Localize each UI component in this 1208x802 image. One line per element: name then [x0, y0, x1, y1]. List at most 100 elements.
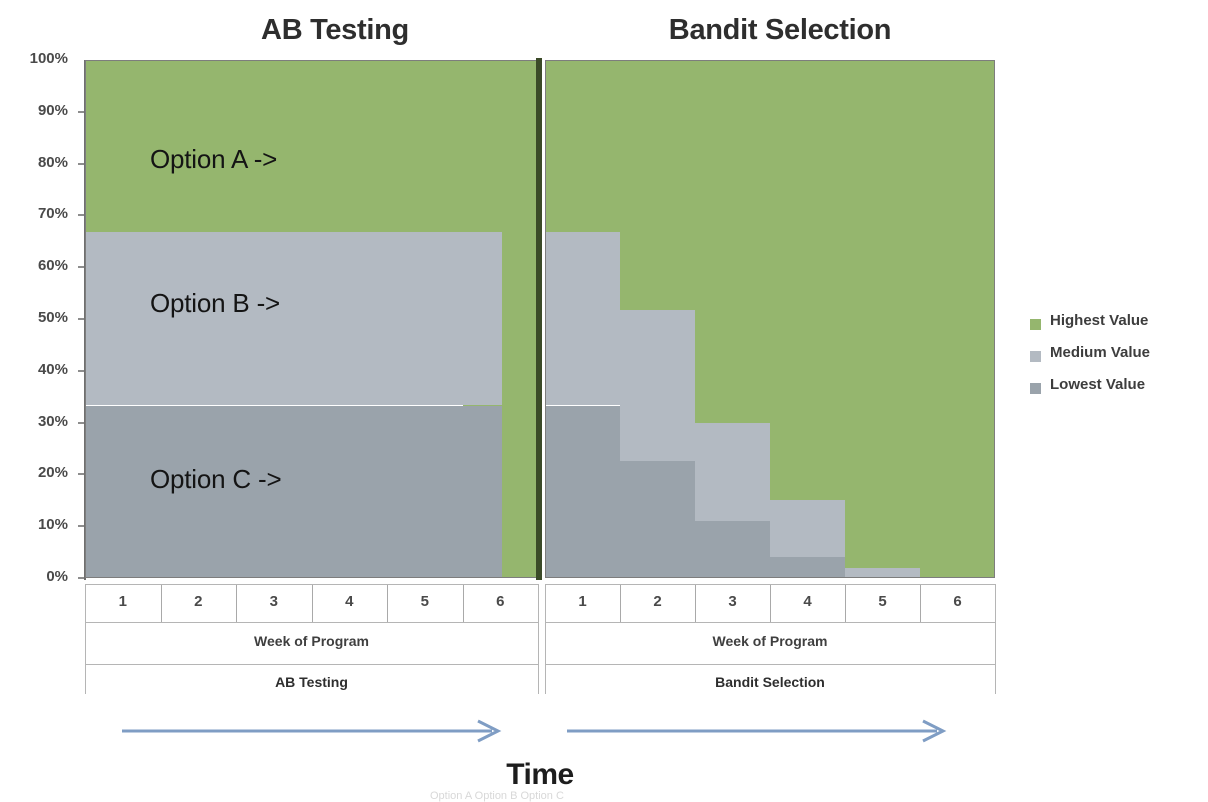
x-axis-rule	[545, 584, 995, 585]
x-axis-rule	[545, 622, 995, 623]
y-axis-tick-label: 80%	[37, 153, 68, 171]
y-axis-tick-mark	[78, 162, 85, 165]
legend-item[interactable]: Lowest Value	[1030, 374, 1205, 406]
area-segment	[545, 232, 621, 406]
x-axis-tick	[845, 584, 846, 622]
area-segment	[85, 60, 162, 233]
y-axis-tick-mark	[78, 214, 85, 217]
area-segment	[236, 60, 313, 233]
x-axis-bound	[995, 584, 996, 694]
x-axis-tick	[770, 584, 771, 622]
legend-label: Lowest Value	[1050, 376, 1146, 393]
area-segment	[387, 405, 464, 578]
y-axis-tick-label: 10%	[37, 516, 68, 534]
x-axis-week-label: 1	[578, 593, 587, 610]
y-axis-tick-label: 60%	[37, 257, 68, 275]
y-axis-tick-mark	[78, 577, 85, 579]
y-axis-tick-mark	[78, 369, 85, 372]
x-axis-week-label: 4	[345, 593, 354, 610]
area-segment	[620, 60, 696, 311]
x-axis-week-label: 6	[953, 593, 962, 610]
area-segment	[311, 232, 388, 406]
x-axis-rule	[545, 664, 995, 665]
area-segment	[236, 232, 313, 406]
legend-label: Medium Value	[1050, 344, 1151, 361]
area-segment	[545, 405, 621, 578]
x-axis-bound	[545, 584, 546, 694]
time-arrow-ab-testing	[122, 719, 502, 743]
area-segment	[770, 60, 846, 501]
x-axis-rule	[85, 664, 538, 665]
y-axis-tick-mark	[78, 318, 85, 320]
inline-label-option-c: Option C ->	[150, 464, 282, 494]
y-axis-tick-label: 20%	[37, 464, 68, 482]
area-segment	[695, 60, 771, 423]
x-axis-group-label: AB Testing	[275, 674, 348, 690]
x-axis-tick	[695, 584, 696, 622]
x-axis-tick	[920, 584, 921, 622]
area-segment	[695, 422, 771, 521]
x-axis-rule	[85, 584, 538, 585]
x-axis-group-label: Bandit Selection	[715, 674, 825, 690]
area-segment	[620, 461, 696, 578]
legend-item[interactable]: Highest Value	[1030, 310, 1205, 342]
x-axis-week-label: 5	[878, 593, 887, 610]
y-axis-tick-mark	[78, 525, 85, 528]
x-axis-week-label: 6	[496, 593, 505, 610]
x-axis-rule	[85, 622, 538, 623]
panel-title-ab-testing: AB Testing	[261, 14, 409, 46]
time-axis-label: Time	[506, 758, 574, 791]
y-axis-tick-label: 100%	[29, 50, 68, 67]
x-axis-week-label: 3	[269, 593, 278, 610]
y-axis-tick-mark	[78, 266, 85, 269]
area-segment	[770, 557, 846, 578]
x-axis-tick	[160, 584, 162, 622]
y-axis-tick-mark	[78, 110, 85, 113]
area-segment	[160, 232, 237, 406]
x-axis-title: Week of Program	[712, 633, 828, 649]
footer-cutoff-text: Option A Option B Option C	[430, 790, 564, 802]
x-axis-bound	[85, 584, 86, 694]
area-segment	[387, 232, 464, 406]
area-segment	[387, 60, 464, 233]
area-segment	[845, 60, 921, 568]
x-axis-week-label: 2	[653, 593, 662, 610]
area-segment	[160, 405, 237, 578]
legend-swatch-icon	[1030, 351, 1041, 362]
y-axis-tick-label: 90%	[37, 101, 68, 119]
y-axis-tick-label: 40%	[37, 360, 68, 378]
inline-label-option-b: Option B ->	[150, 288, 281, 318]
area-segment	[311, 60, 388, 233]
area-segment	[545, 60, 621, 233]
x-axis-week-label: 5	[420, 593, 429, 610]
x-axis-week-label: 1	[118, 593, 127, 610]
x-axis-title: Week of Program	[254, 633, 369, 649]
area-segment	[85, 232, 162, 406]
x-axis-week-label: 4	[803, 593, 812, 610]
area-segment	[695, 521, 771, 578]
area-segment	[311, 405, 388, 578]
x-axis-week-label: 2	[194, 593, 203, 610]
x-axis-week-label: 3	[728, 593, 737, 610]
area-segment	[845, 567, 921, 578]
area-segment	[160, 60, 237, 233]
panel-title-bandit-selection: Bandit Selection	[668, 14, 892, 46]
legend-item[interactable]: Medium Value	[1030, 342, 1205, 374]
area-segment	[920, 60, 995, 578]
x-axis-tick	[311, 584, 313, 622]
area-segment	[462, 405, 502, 578]
legend-swatch-icon	[1030, 319, 1041, 330]
y-axis-tick-label: 0%	[46, 568, 68, 585]
time-arrow-bandit-selection	[567, 719, 947, 743]
y-axis-tick-label: 30%	[37, 412, 68, 430]
plot-area-ab-testing	[85, 60, 538, 578]
legend-swatch-icon	[1030, 383, 1041, 394]
area-segment	[770, 500, 846, 558]
x-axis-tick	[620, 584, 621, 622]
area-segment	[236, 405, 313, 578]
plot-area-bandit-selection	[545, 60, 995, 578]
y-axis-tick-mark	[78, 421, 85, 424]
x-axis-tick	[387, 584, 388, 622]
x-axis-tick	[462, 584, 464, 622]
